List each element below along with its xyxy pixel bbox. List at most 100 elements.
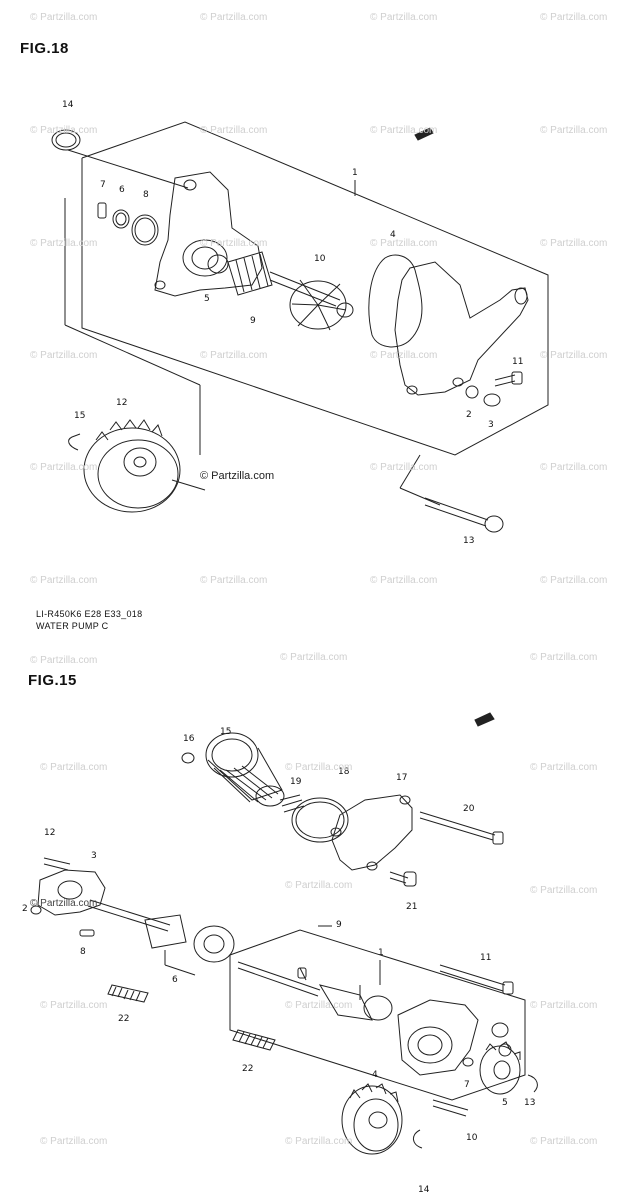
callout-number: 4 [372,1070,378,1080]
filter-cover-17 [331,794,413,871]
watermark-label: © Partzilla.com [530,1000,598,1011]
watermark-label: © Partzilla.com [30,898,98,909]
spring-22a [107,984,149,1003]
ring-16 [181,752,195,764]
callout-number: 15 [220,727,232,737]
bolt-13 [424,497,489,527]
impeller-10 [289,279,354,331]
callout-number: 2 [22,904,28,914]
callout-number: 21 [406,902,418,912]
caption-line: LI-R450K6 E28 E33_018 [36,609,143,619]
gear-4 [341,1083,403,1155]
callout-number: 9 [250,316,256,326]
circlip-15 [68,433,81,451]
watermark-label: © Partzilla.com [540,350,608,361]
pump-housing-plate [154,171,263,297]
callout-number: 6 [119,185,125,195]
circlip-14 [413,1129,423,1149]
callout-number: 16 [183,734,195,744]
watermark-label: © Partzilla.com [540,462,608,473]
watermark-label: © Partzilla.com [370,238,438,249]
watermark-label: © Partzilla.com [370,575,438,586]
callout-number: 7 [464,1080,470,1090]
watermark-label: © Partzilla.com [200,125,268,136]
callout-number: 3 [91,851,97,861]
watermark-label: © Partzilla.com [370,462,438,473]
rotor-6 [144,914,235,963]
ring-6 [112,209,130,229]
watermark-label: © Partzilla.com [200,12,268,23]
bolt-21 [389,871,409,884]
callout-number: 12 [44,828,56,838]
callout-number: 9 [336,920,342,930]
watermark-label: © Partzilla.com [40,762,108,773]
seal-9 [227,251,273,296]
callout-number: 12 [116,398,128,408]
callout-number: 7 [100,180,106,190]
spring-19 [279,794,305,813]
ring-8 [131,214,159,246]
watermark-label: © Partzilla.com [30,125,98,136]
watermark-label: © Partzilla.com [200,575,268,586]
watermark-label: © Partzilla.com [280,652,348,663]
oil-pump-1 [299,967,479,1076]
circlip-13 [527,1074,538,1093]
bolt-11-fig15 [439,964,506,992]
spring-22b [232,1029,276,1051]
callout-number: 4 [390,230,396,240]
watermark-label: © Partzilla.com [30,12,98,23]
callout-number: 22 [242,1064,254,1074]
callout-number: 19 [290,777,302,787]
callout-number: 8 [80,947,86,957]
callout-number: 13 [463,536,475,546]
pin-7 [97,202,107,219]
fwd-arrow-icon [474,712,495,727]
callout-number: 8 [143,190,149,200]
watermark-label: © Partzilla.com [370,12,438,23]
watermark-label: © Partzilla.com [285,762,353,773]
watermark-label: © Partzilla.com [30,655,98,666]
figure-title: FIG.18 [20,40,69,57]
gasket-4 [368,254,423,348]
callout-number: 18 [338,767,350,777]
bolt-12-fig15 [43,857,71,871]
callout-number: 22 [118,1014,130,1024]
watermark-label: © Partzilla.com [285,1000,353,1011]
callout-number: 6 [172,975,178,985]
callout-number: 10 [466,1133,478,1143]
callout-number: 11 [512,357,524,367]
watermark-label: © Partzilla.com [30,462,98,473]
callout-number: 20 [463,804,475,814]
callout-number: 10 [314,254,326,264]
callout-number: 3 [488,420,494,430]
watermark-label: © Partzilla.com [530,762,598,773]
watermark-label: © Partzilla.com [540,238,608,249]
seal-5 [207,254,229,274]
watermark-label: © Partzilla.com [540,575,608,586]
callout-number: 17 [396,773,408,783]
callout-number: 13 [524,1098,536,1108]
callout-number: 1 [352,168,358,178]
watermark-label: © Partzilla.com [285,880,353,891]
bolt-20 [419,811,496,841]
fwd-arrow-icon [414,127,434,141]
oring-18 [291,797,349,843]
callout-number: 5 [502,1098,508,1108]
watermark-label: © Partzilla.com [285,1136,353,1147]
fig18-frame [81,121,549,456]
gear-12 [83,419,181,513]
watermark-label: © Partzilla.com [200,238,268,249]
figure-caption: LI-R450K6 E28 E33_018 WATER PUMP C [36,608,142,632]
watermark-label: © Partzilla.com [200,350,268,361]
watermark-label: © Partzilla.com [30,575,98,586]
pump-cover [394,261,529,396]
pin-8 [79,929,95,937]
callout-number: 1 [378,948,384,958]
callout-number: 14 [418,1185,430,1195]
watermark-label: © Partzilla.com [370,350,438,361]
figure-title: FIG.15 [28,672,77,689]
watermark-label: © Partzilla.com [540,12,608,23]
caption-line: WATER PUMP C [36,621,109,631]
watermark-label: © Partzilla.com [200,470,275,482]
